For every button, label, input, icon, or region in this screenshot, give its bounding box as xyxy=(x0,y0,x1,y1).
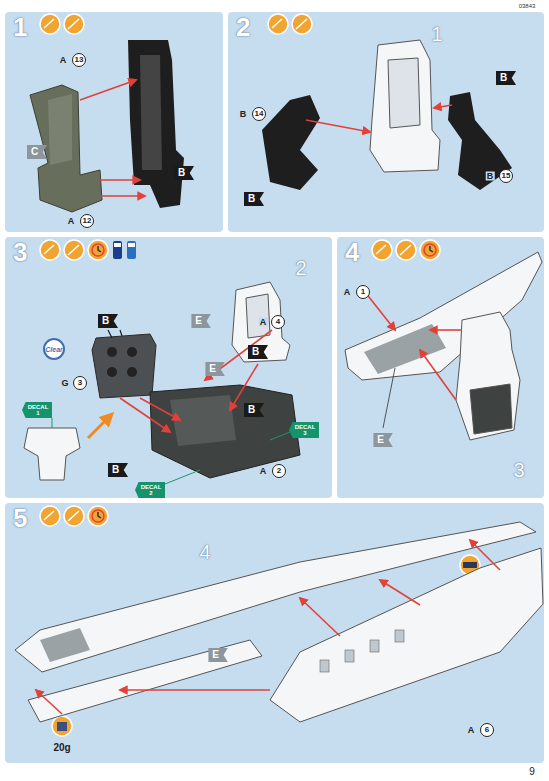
part-sprue-letter: B xyxy=(239,110,248,119)
page-number: 9 xyxy=(529,767,535,777)
paint-clear-mark: Clear xyxy=(43,338,65,360)
instrument-panel xyxy=(92,330,156,398)
part-sprue-letter: A xyxy=(343,288,352,297)
step-panel: 1 xyxy=(5,12,223,232)
color-flag: E xyxy=(208,648,228,662)
part-number: 14 xyxy=(252,107,266,121)
part-number: 3 xyxy=(73,376,87,390)
cockpit-tub xyxy=(150,385,300,478)
part-sprue-letter: G xyxy=(60,379,69,388)
part-sprue-letter: B xyxy=(486,172,495,181)
assembly-number: 3 xyxy=(513,460,524,480)
decal-tag: DECAL 1 xyxy=(22,402,52,418)
part-number: 2 xyxy=(272,464,286,478)
color-flag: B xyxy=(248,345,268,359)
color-flag: E xyxy=(205,362,225,376)
fuselage-right xyxy=(270,548,543,722)
cockpit-assembly xyxy=(456,312,520,440)
seat-frame xyxy=(128,40,184,208)
color-flag: B xyxy=(174,166,194,180)
color-flag: C xyxy=(27,145,47,159)
step-panel xyxy=(5,12,544,763)
step-number: 5 xyxy=(13,505,27,531)
fuselage-left xyxy=(28,640,262,722)
assembly-number: 4 xyxy=(199,542,210,562)
part-sprue-letter: A xyxy=(259,467,268,476)
front-view xyxy=(24,428,80,480)
part-number: 15 xyxy=(499,169,513,183)
part-sprue-letter: A xyxy=(59,56,68,65)
part-sprue-letter: A xyxy=(67,217,76,226)
step-number: 2 xyxy=(236,14,250,40)
color-flag: B xyxy=(98,314,118,328)
color-flag: B xyxy=(244,192,264,206)
part-number: 12 xyxy=(80,214,94,228)
part-sprue-letter: A xyxy=(467,726,476,735)
step-panel: 4 xyxy=(337,237,544,498)
part-number: 1 xyxy=(356,285,370,299)
seat-assembly xyxy=(370,40,440,172)
step-panel: 2 xyxy=(228,12,544,232)
seat-2 xyxy=(232,282,290,362)
weight-label: 20g xyxy=(53,743,70,753)
step-panel: 5 xyxy=(5,503,544,763)
color-flag: E xyxy=(373,433,393,447)
side-panel xyxy=(262,92,512,190)
part-number: 13 xyxy=(72,53,86,67)
sheet-number: 03843 xyxy=(519,3,536,9)
color-flag: E xyxy=(191,314,211,328)
step-number: 1 xyxy=(13,14,27,40)
part-sprue-letter: A xyxy=(259,318,268,327)
step-number: 3 xyxy=(13,239,27,265)
step-panel: 3 xyxy=(5,237,332,498)
color-flag: B xyxy=(244,403,264,417)
step-number: 4 xyxy=(345,239,359,265)
assembly-number: 1 xyxy=(431,24,442,44)
part-number: 6 xyxy=(480,723,494,737)
color-flag: B xyxy=(496,71,516,85)
decal-tag: DECAL 3 xyxy=(289,422,319,438)
assembly-number: 2 xyxy=(295,258,306,278)
part-number: 4 xyxy=(271,315,285,329)
decal-tag: DECAL 2 xyxy=(135,482,165,498)
color-flag: B xyxy=(108,463,128,477)
